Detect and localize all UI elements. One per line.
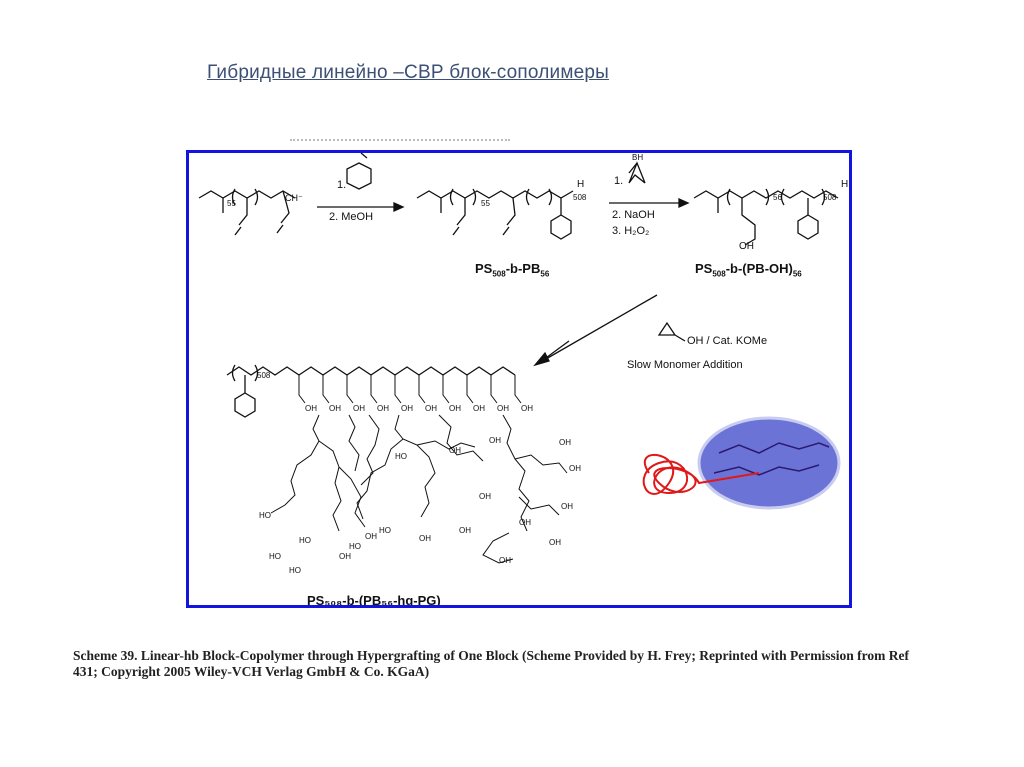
hydroxyl-label: OH	[449, 404, 461, 413]
step3-note: Slow Monomer Addition	[627, 359, 743, 371]
hydroxyl-label-ho: HO	[395, 452, 407, 461]
hydroxyl-label: OH	[519, 518, 531, 527]
hydroxyl-label-ho: HO	[289, 566, 301, 575]
hydroxyl-label-ho: HO	[259, 511, 271, 520]
styrene-ring	[346, 162, 372, 190]
9-bbn-icon	[628, 161, 646, 184]
reaction-arrow-3	[538, 294, 658, 364]
hydroxyl-label: OH	[561, 502, 573, 511]
hydroxyl-label: OH	[459, 526, 471, 535]
cropped-text-artifact	[290, 139, 510, 145]
product2-oh: OH	[739, 241, 754, 252]
product2-chain	[693, 190, 839, 199]
hydroxyl-label-ho: HO	[349, 542, 361, 551]
product2-count-2: 508	[823, 193, 837, 202]
step1-reagent-1: 1.	[337, 179, 347, 191]
hydroxyl-label: OH	[339, 552, 351, 561]
hydroxyl-label: OH	[499, 556, 511, 565]
hyperbranched-sphere	[697, 416, 841, 510]
step2-bh: BH	[632, 153, 644, 162]
step2-reagent-2: 2. NaOH	[612, 209, 655, 221]
step3-reagent: OH / Cat. KOMe	[687, 335, 768, 347]
product2-end: H	[841, 179, 849, 190]
hydroxyl-label: OH	[305, 404, 317, 413]
hydroxyl-label: OH	[549, 538, 561, 547]
start-repeat-count: 55	[227, 199, 236, 208]
styrene-vinyl	[360, 153, 368, 159]
product2-count-1: 56	[773, 193, 782, 202]
step2-reagent-3: 3. H₂O₂	[612, 225, 650, 237]
hydroxyl-label: OH	[449, 446, 461, 455]
hydroxyl-label-ho: HO	[299, 536, 311, 545]
glycidol-icon	[657, 321, 686, 342]
product3-count: 508	[257, 371, 271, 380]
hydroxyl-label: OH	[559, 438, 571, 447]
start-anion: CH⁻	[285, 193, 303, 203]
product1-chain	[416, 190, 574, 199]
hydroxyl-label: OH	[419, 534, 431, 543]
hydroxyl-label: OH	[377, 404, 389, 413]
product2-name: PS508-b-(PB-OH)56	[695, 261, 802, 279]
hydroxyl-label: OH	[497, 404, 509, 413]
product1-count-2: 508	[573, 193, 587, 202]
product3-name: PS₅₀₈-b-(PB₅₆-hg-PG)	[307, 593, 441, 608]
hydroxyl-label-ho: HO	[379, 526, 391, 535]
linear-coil	[642, 453, 760, 495]
hydroxyl-label: OH	[365, 532, 377, 541]
hyperbranched-pg-network	[270, 375, 568, 564]
hydroxyl-label-ho: HO	[269, 552, 281, 561]
slide-title: Гибридные линейно –СВР блок-сополимеры	[207, 62, 610, 83]
hydroxyl-label: OH	[425, 404, 437, 413]
step2-reagent-1: 1.	[614, 175, 624, 187]
product1-end: H	[577, 179, 585, 190]
hydroxyl-label: OH	[569, 464, 581, 473]
hydroxyl-label: OH	[473, 404, 485, 413]
product1-count-1: 55	[481, 199, 490, 208]
hydroxyl-label: OH	[479, 492, 491, 501]
step1-reagent-2: 2. MeOH	[329, 211, 374, 223]
start-chain	[198, 190, 296, 199]
product1-name: PS508-b-PB56	[475, 261, 550, 279]
hydroxyl-label: OH	[489, 436, 501, 445]
hydroxyl-label: OH	[401, 404, 413, 413]
hydroxyl-label: OH	[521, 404, 533, 413]
hydroxyl-label: OH	[329, 404, 341, 413]
hydroxyl-label: OH	[353, 404, 365, 413]
scheme-caption: Scheme 39. Linear-hb Block-Copolymer thr…	[73, 648, 909, 679]
